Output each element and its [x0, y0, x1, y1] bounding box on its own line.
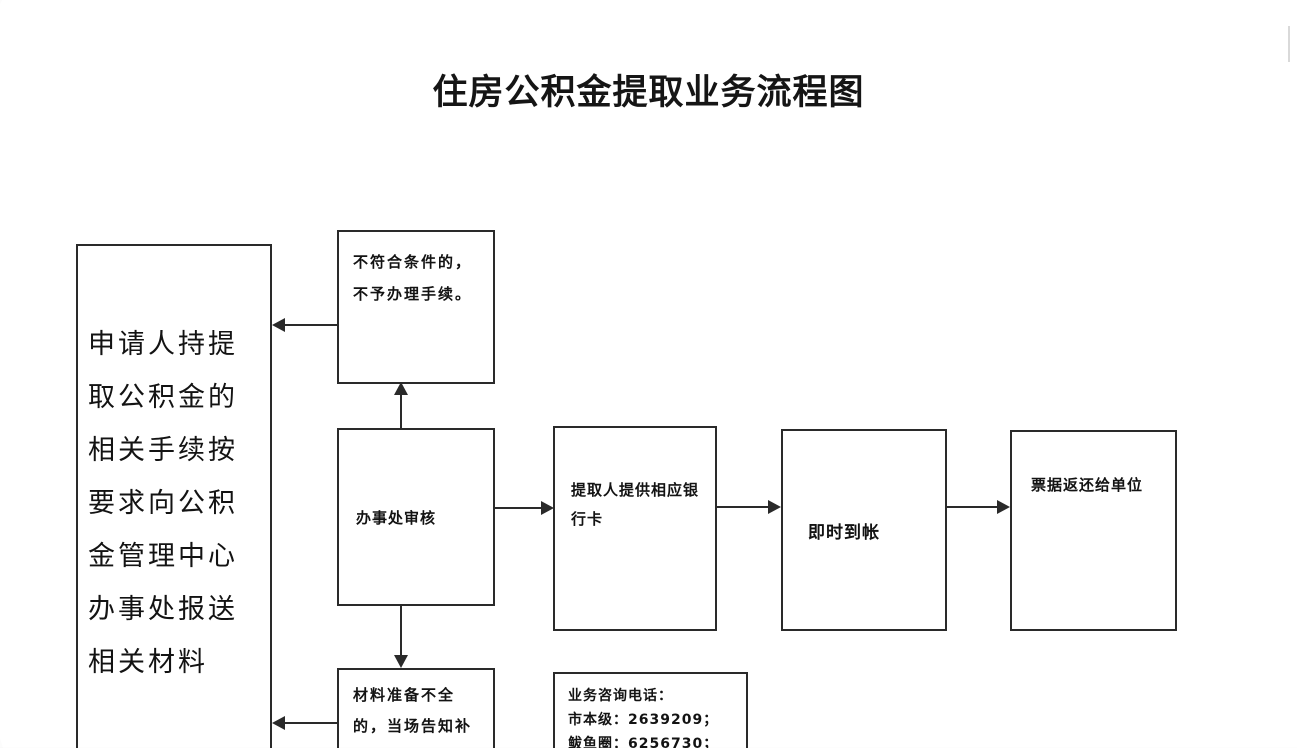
flow-node-receipt-return-label: 票据返还给单位: [1031, 476, 1144, 494]
flow-node-review-label: 办事处审核: [356, 508, 437, 527]
flow-node-review[interactable]: 办事处审核: [337, 428, 495, 606]
flow-node-instant-credit-label: 即时到帐: [808, 522, 880, 543]
edge-incomplete-to-applicant-line: [278, 722, 338, 724]
edge-review-to-reject-line: [400, 391, 402, 428]
flow-node-bankcard-label: 提取人提供相应银行卡: [571, 481, 700, 528]
flow-node-reject-label: 不符合条件的，不予办理手续。: [353, 253, 473, 303]
contact-entry-bayuquan-label: 鲅鱼圈：: [568, 736, 628, 748]
edge-instant-to-receipt-arrowhead: [997, 500, 1010, 514]
edge-review-to-incomplete-arrowhead: [394, 655, 408, 668]
edge-reject-to-applicant-arrowhead: [272, 318, 285, 332]
edge-reject-to-applicant-line: [278, 324, 338, 326]
flow-node-incomplete-materials-label: 材料准备不全的，当场告知补充材料: [353, 686, 473, 735]
edge-review-to-bankcard-arrowhead: [541, 501, 554, 515]
contact-entry-city: 市本级：2639209；: [568, 708, 718, 732]
flow-node-receipt-return[interactable]: 票据返还给单位: [1010, 430, 1177, 631]
flow-node-reject[interactable]: 不符合条件的，不予办理手续。: [337, 230, 495, 384]
flow-node-applicant[interactable]: 申请人持提取公积金的相关手续按要求向公积金管理中心办事处报送相关材料: [76, 244, 272, 748]
page-edge-line: [1288, 26, 1290, 62]
edge-review-to-incomplete-line: [400, 606, 402, 657]
contact-entry-city-label: 市本级：: [568, 712, 628, 728]
page-title: 住房公积金提取业务流程图: [432, 72, 865, 113]
contact-heading: 业务咨询电话：: [568, 688, 673, 704]
edge-incomplete-to-applicant-arrowhead: [272, 716, 285, 730]
contact-entry-city-number: 2639209；: [628, 712, 719, 728]
edge-review-to-bankcard-line: [495, 507, 542, 509]
edge-review-to-reject-arrowhead: [394, 382, 408, 395]
contact-entry-bayuquan: 鲅鱼圈：6256730；: [568, 732, 718, 748]
flow-node-instant-credit[interactable]: 即时到帐: [781, 429, 947, 631]
edge-bankcard-to-instant-line: [717, 506, 768, 508]
edge-instant-to-receipt-line: [947, 506, 998, 508]
flow-node-incomplete-materials[interactable]: 材料准备不全的，当场告知补充材料: [337, 668, 495, 748]
flow-node-applicant-label: 申请人持提取公积金的相关手续按要求向公积金管理中心办事处报送相关材料: [88, 329, 238, 678]
contact-info-box: 业务咨询电话： 市本级：2639209； 鲅鱼圈：6256730；: [553, 672, 748, 748]
contact-entry-bayuquan-number: 6256730；: [628, 736, 719, 748]
edge-bankcard-to-instant-arrowhead: [768, 500, 781, 514]
flow-node-bankcard[interactable]: 提取人提供相应银行卡: [553, 426, 717, 631]
